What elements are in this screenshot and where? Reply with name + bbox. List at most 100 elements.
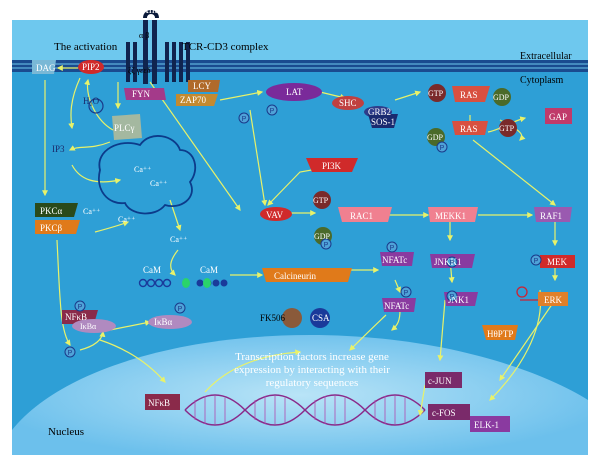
cjun-shape [425,372,462,388]
csa-shape [310,308,330,328]
plcy-label: PLCγ [114,123,135,133]
ikba2-label: IκBα [154,317,173,327]
lck-label: LCY [193,81,212,91]
ikba1-shape [72,319,116,333]
lck-shape [188,80,220,92]
nucleus [12,335,588,455]
calcineurin-shape [262,268,352,282]
elk1-shape [470,416,510,432]
tcr-cd3-complex [126,10,190,84]
gtp1-label: GTP [428,89,444,98]
nfkb2-label: NFκB [148,398,170,408]
pkca-shape [35,203,78,217]
nfatc1-label: NFATc [382,255,407,265]
elk1-label: ELK-1 [474,420,499,430]
phospho-label: P [450,260,455,267]
nfatc2-label: NFATc [384,301,409,311]
antigen-label: Antigen [141,4,177,16]
diagram-title: The activation [54,41,118,53]
fk506-shape [282,308,302,328]
complex-label: TCR-CD3 complex [182,41,269,53]
cam2-label: CaM [200,265,218,275]
erk-shape [538,292,568,306]
grb2-label: GRB2 [368,107,391,117]
gtp3-label: GTP [313,196,329,205]
gdp2-label: GDP [427,133,444,142]
zap70-label: ZAP70 [180,95,207,105]
h2o-label: H₂O [83,96,100,106]
dag-label: DAG [36,63,56,73]
ca-label-2: Ca⁺⁺ [150,179,167,188]
mekk1-label: MEKK1 [435,211,466,221]
phospho-label: P [178,306,183,313]
calcineurin-label: Calcineurin [274,271,316,281]
mekk1-shape [428,207,478,222]
pkcb-shape [35,220,80,234]
phospho-label: P [270,108,275,115]
phospho-label: P [404,290,409,297]
hptp-label: HθPTP [487,329,513,339]
rac1-label: RAC1 [350,211,373,221]
alpha-beta-label: α β [139,31,149,40]
rac1-shape [338,207,392,222]
sos1-shape [368,114,398,128]
phospho-label: P [450,294,455,301]
lat-label: LAT [286,87,303,97]
ras2-shape [452,121,488,135]
pkca-label: PKCα [40,206,63,216]
sos1-label: SOS-1 [371,117,395,127]
ras1-label: RAS [460,90,478,100]
gtp2-shape [499,119,517,137]
pi3k-shape [306,158,358,172]
hptp-shape [482,325,518,340]
shc-shape [332,96,364,110]
nfkb2-shape [145,394,180,410]
cjun-label: c-JUN [428,376,452,386]
ras1-shape [452,86,490,102]
cam-beads [138,278,228,288]
phospho-label: P [440,145,445,152]
fk506-label: FK506 [260,313,286,323]
phospho-circles [64,104,542,358]
zeta-gamma-label: ζζ γεεδ [128,66,151,75]
ca-label-4: Ca⁺⁺ [118,215,135,224]
calcium-store [98,135,197,215]
pip2-label: PIP2 [82,62,100,72]
phospho-label: P [390,245,395,252]
mek-shape [540,255,575,268]
ikba2-shape [148,315,192,329]
vav-shape [260,207,292,221]
gtp2-label: GTP [499,124,515,133]
transcription-line-3: regulatory sequences [266,377,359,389]
cfos-shape [428,404,470,420]
cytoplasm-label: Cytoplasm [520,75,564,86]
pip2-shape [78,60,104,74]
raf1-label: RAF1 [540,211,562,221]
cam1-label: CaM [143,265,161,275]
ip3-label: IP3 [52,144,65,154]
nucleus-label: Nucleus [48,426,84,438]
ca-label-5: Ca⁺⁺ [170,235,187,244]
gtp3-shape [313,191,331,209]
gdp1-shape [493,88,511,106]
phospho-label: P [534,258,539,265]
cfos-label: c-FOS [432,408,456,418]
gap-label: GAP [549,112,567,122]
pkcb-label: PKCβ [40,223,63,233]
ca-label-3: Ca⁺⁺ [83,207,100,216]
molecule-shapes [32,60,575,432]
h2o-shape [88,98,104,114]
ca-label-1: Ca⁺⁺ [134,165,151,174]
phospho-label: P [324,242,329,249]
plcy-shape [112,114,142,140]
phospho-label: P [68,350,73,357]
gtp1-shape [428,84,446,102]
fyn-label: FYN [132,89,151,99]
transcription-line-1: Transcription factors increase gene [235,351,389,363]
zap70-shape [176,94,218,106]
vav-label: VAV [266,210,284,220]
jnkk1-label: JNKK1 [434,257,462,267]
ras2-label: RAS [460,124,478,134]
nfkb1-label: NFκB [65,312,87,322]
